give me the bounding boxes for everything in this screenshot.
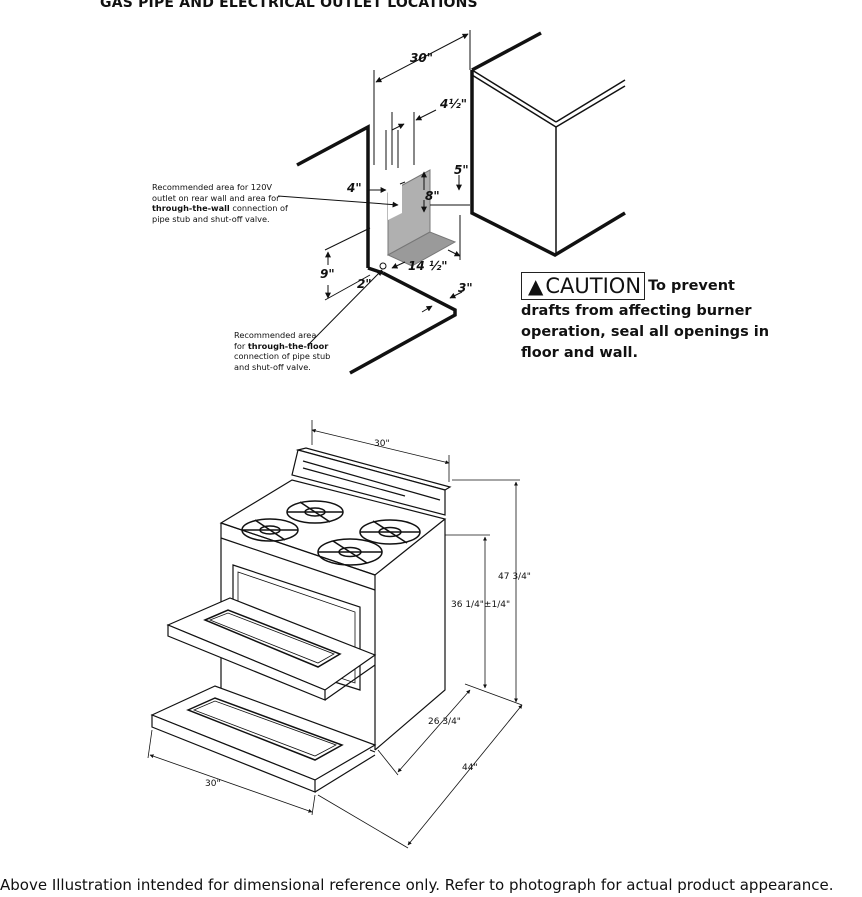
caution-badge: ▲CAUTION <box>521 272 646 300</box>
dim-3: 3" <box>458 281 473 295</box>
callout-floor: Recommended area for through-the-floor c… <box>234 330 331 372</box>
dim-5: 5" <box>454 163 469 177</box>
dim-range-bottom-width: 30" <box>205 779 221 789</box>
warning-triangle-icon: ▲ <box>528 274 544 298</box>
floor-outline <box>349 271 457 375</box>
dim-width-30: 30" <box>410 51 433 65</box>
range-dimension-lines <box>147 420 523 849</box>
dim-range-top-width: 30" <box>374 439 390 449</box>
left-wall <box>296 124 370 268</box>
dim-overall-height: 47 3/4" <box>498 572 531 582</box>
dim-8: 8" <box>425 189 440 203</box>
callout-wall: Recommended area for 120V outlet on rear… <box>152 182 288 224</box>
dim-depth: 26 3/4" <box>428 717 461 727</box>
range-drawing <box>150 447 452 793</box>
dim-4: 4" <box>346 181 362 195</box>
outlet-location-diagram: 30" 4½" 5" 4" 8" 9" 2" 14 ½" 3" <box>277 30 626 375</box>
dim-4-5: 4½" <box>439 97 467 111</box>
dim-cooktop-height: 36 1/4"±1/4" <box>451 600 510 610</box>
footer-disclaimer: Above Illustration intended for dimensio… <box>0 876 834 894</box>
page-title: GAS PIPE AND ELECTRICAL OUTLET LOCATIONS <box>100 0 478 11</box>
dim-depth-open: 44" <box>462 763 478 773</box>
right-cabinet <box>471 31 542 72</box>
dim-9: 9" <box>320 267 335 281</box>
dim-14-5: 14 ½" <box>408 259 448 273</box>
dim-2: 2" <box>357 277 372 291</box>
